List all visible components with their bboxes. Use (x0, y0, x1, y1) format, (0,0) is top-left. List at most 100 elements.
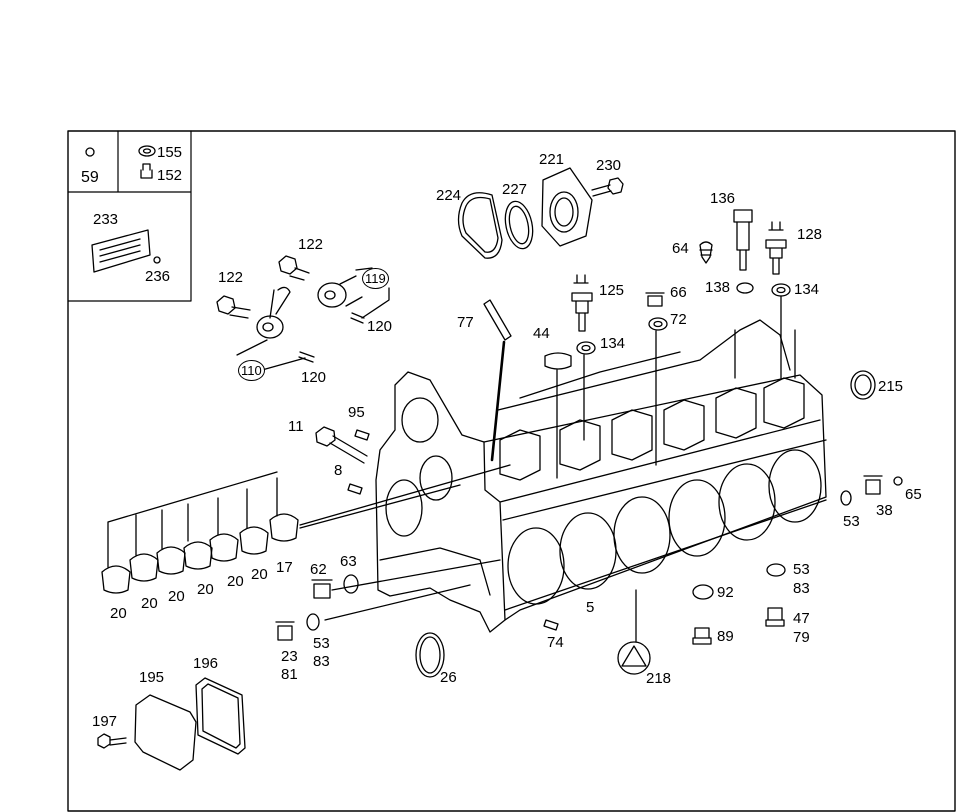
callout-120-upper: 120 (367, 318, 393, 335)
part-banjo-fitting (317, 275, 363, 308)
callout-195: 195 (139, 669, 165, 686)
callout-224: 224 (436, 187, 462, 204)
part-134-mid (576, 341, 596, 355)
part-215 (850, 370, 876, 400)
engine-block (375, 319, 827, 633)
part-banjo-with-pipe (256, 286, 291, 339)
callout-92: 92 (717, 584, 734, 601)
part-125 (571, 274, 593, 332)
callout-53-83-right-83: 83 (793, 580, 810, 597)
callout-47: 47 (793, 610, 810, 627)
part-233 (91, 229, 151, 273)
callout-20-b: 20 (141, 595, 158, 612)
callout-20-d: 20 (197, 581, 214, 598)
callout-20-a: 20 (110, 605, 127, 622)
part-218 (617, 589, 651, 675)
callout-136: 136 (710, 190, 736, 207)
callout-128: 128 (797, 226, 823, 243)
part-8 (347, 483, 363, 495)
part-236 (153, 256, 161, 264)
part-53-seal (306, 613, 320, 631)
part-26 (415, 632, 445, 678)
callout-17: 17 (276, 559, 293, 576)
callout-74: 74 (547, 634, 564, 651)
part-74 (543, 619, 559, 631)
callout-72: 72 (670, 311, 687, 328)
part-63 (343, 574, 359, 594)
part-64 (699, 241, 713, 264)
part-136 (733, 209, 753, 271)
callout-62: 62 (310, 561, 327, 578)
callout-122-upper: 122 (298, 236, 324, 253)
callout-63: 63 (340, 553, 357, 570)
callout-79: 79 (793, 629, 810, 646)
part-134-right (771, 283, 791, 297)
callout-138: 138 (705, 279, 731, 296)
part-195 (134, 694, 197, 771)
callout-119: 119 (362, 268, 389, 289)
part-59 (85, 147, 95, 157)
part-44 (544, 352, 572, 370)
part-221 (541, 167, 593, 247)
part-95 (354, 429, 370, 441)
callout-38: 38 (876, 502, 893, 519)
part-227 (504, 200, 534, 250)
callout-134-mid: 134 (600, 335, 626, 352)
part-122-lower (216, 295, 251, 319)
callout-53-83-right-53: 53 (793, 561, 810, 578)
bearing-shells (101, 464, 511, 594)
part-65 (893, 476, 903, 486)
part-138 (736, 282, 754, 294)
callout-95: 95 (348, 404, 365, 421)
callout-8: 8 (334, 462, 343, 479)
part-122-upper (278, 255, 310, 281)
callout-230: 230 (596, 157, 622, 174)
part-53-right (840, 490, 852, 506)
part-89 (692, 627, 712, 645)
callout-11: 11 (288, 418, 304, 435)
callout-23: 23 (281, 648, 298, 665)
callout-66: 66 (670, 284, 687, 301)
callout-83-left: 83 (313, 653, 330, 670)
callout-64: 64 (672, 240, 689, 257)
part-66 (645, 292, 665, 307)
leader-77 (490, 340, 506, 462)
part-120-pin-a (350, 312, 365, 324)
callout-5: 5 (586, 599, 595, 616)
callout-120-lower: 120 (301, 369, 327, 386)
part-152 (140, 163, 153, 179)
part-11-bolt (315, 426, 368, 464)
callout-155: 155 (157, 144, 183, 161)
callout-59: 59 (81, 169, 99, 186)
callout-81: 81 (281, 666, 298, 683)
inset-box-frame (67, 130, 192, 302)
diagram-frame (67, 130, 956, 812)
part-53-83-seal (766, 563, 786, 577)
leader-62 (324, 559, 501, 621)
callout-26: 26 (440, 669, 457, 686)
callout-89: 89 (717, 628, 734, 645)
leader-110 (236, 339, 306, 371)
callout-236: 236 (145, 268, 171, 285)
part-47 (765, 607, 785, 627)
callout-233: 233 (93, 211, 119, 228)
callout-196: 196 (193, 655, 219, 672)
part-230 (591, 177, 624, 197)
part-62 (311, 579, 333, 599)
callout-53-right: 53 (843, 513, 860, 530)
callout-227: 227 (502, 181, 528, 198)
callout-215: 215 (878, 378, 904, 395)
callout-218: 218 (646, 670, 672, 687)
part-128 (765, 221, 787, 275)
callout-65: 65 (905, 486, 922, 503)
callout-152: 152 (157, 167, 183, 184)
callout-122-lower: 122 (218, 269, 244, 286)
callout-53-left: 53 (313, 635, 330, 652)
callout-20-c: 20 (168, 588, 185, 605)
part-92 (692, 584, 714, 600)
callout-197: 197 (92, 713, 118, 730)
part-197-bolt (97, 733, 127, 749)
part-196 (195, 677, 246, 755)
part-72 (648, 317, 668, 331)
